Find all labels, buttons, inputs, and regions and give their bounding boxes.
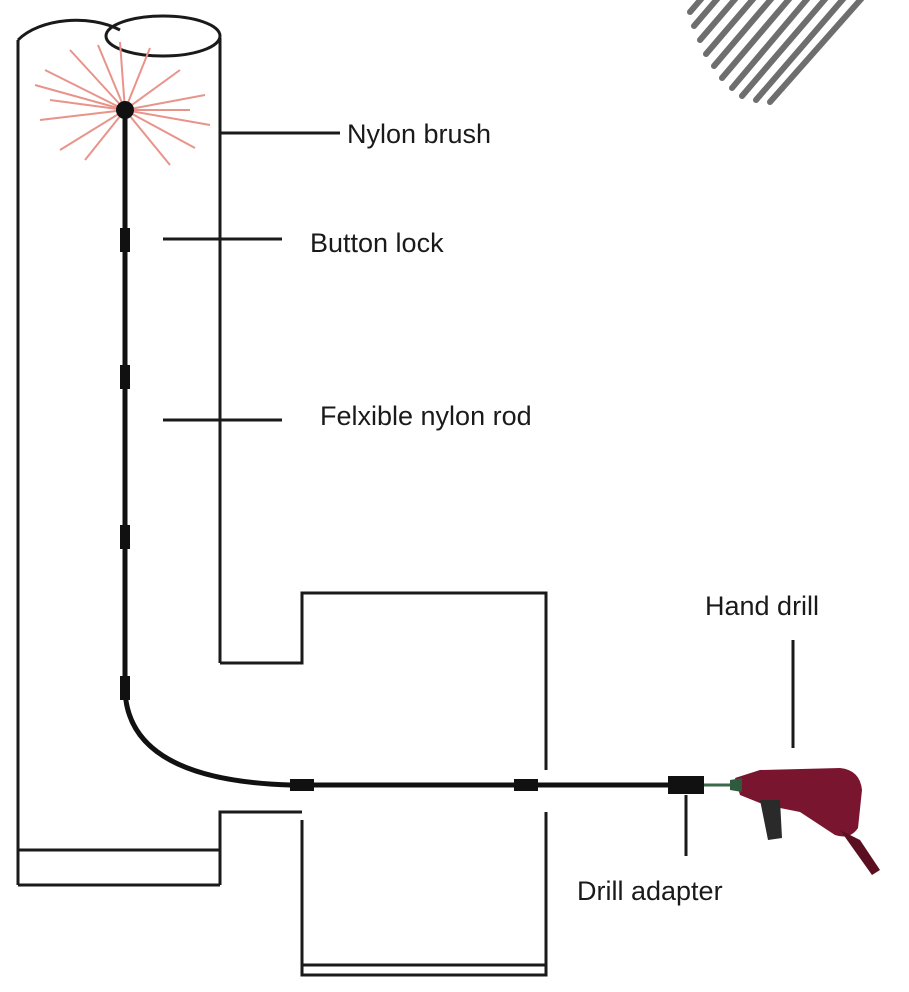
duct-lower-box [300, 812, 548, 977]
button-lock-connector [514, 779, 538, 791]
button-lock-connector [120, 228, 130, 252]
duct-lower-left [218, 810, 302, 885]
duct-upper-wall [220, 591, 548, 770]
nylon-brush-label: Nylon brush [347, 119, 491, 149]
hand-drill-label: Hand drill [705, 591, 819, 621]
button-lock-connector [120, 365, 130, 389]
leader-lines [163, 131, 795, 856]
chimney-structure [16, 14, 548, 977]
chimney-top-opening [104, 14, 222, 58]
button-lock-connector [290, 779, 314, 791]
drill-adapter-body [668, 776, 704, 794]
flexible-rod-label: Felxible nylon rod [320, 401, 532, 431]
button-lock-label: Button lock [310, 228, 444, 258]
hand-drill-icon [730, 768, 880, 875]
nylon-brush-icon [34, 41, 211, 166]
button-lock-connector [120, 525, 130, 549]
flexible-rod [120, 110, 740, 794]
drill-adapter-label: Drill adapter [577, 876, 723, 906]
chimney-top-left-curve [16, 18, 121, 42]
button-lock-connector [120, 676, 130, 700]
rod-bundle-icon [687, 0, 865, 105]
